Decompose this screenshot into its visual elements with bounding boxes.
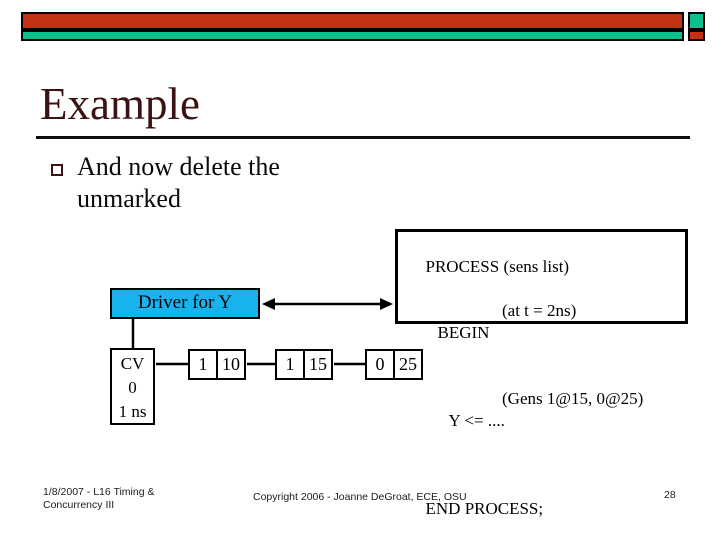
footer-lecture-line1: 1/8/2007 - L16 Timing & [43,486,155,498]
process-line2-annotation: (at t = 2ns) [502,301,577,320]
transaction-3-value: 0 [365,349,395,380]
footer-copyright: Copyright 2006 - Joanne DeGroat, ECE, OS… [253,491,467,503]
process-line1-text: PROCESS (sens list) [425,257,570,276]
header-square-red [688,30,705,41]
process-line3-annotation: (Gens 1@15, 0@25) [502,389,644,408]
bullet-marker-icon [51,164,63,176]
process-line-3: Y <= .... (Gens 1@15, 0@25) [400,388,685,476]
process-line2-text: BEGIN [437,323,490,342]
transaction-1-value: 1 [188,349,218,380]
arrowhead-left-icon [262,298,275,310]
transaction-2-value: 1 [275,349,305,380]
transaction-cell-3: 0 25 [365,349,423,380]
bullet-text: And now delete the unmarked [77,151,377,215]
process-line-4: END PROCESS; [400,476,685,540]
transaction-cell-1: 1 10 [188,349,246,380]
footer-lecture-info: 1/8/2007 - L16 Timing & Concurrency III [43,486,253,512]
driver-box: Driver for Y [110,288,260,319]
arrowhead-right-icon [380,298,393,310]
bullet-text-line2: unmarked [77,184,181,213]
transaction-3-time: 25 [393,349,423,380]
transaction-2-time: 15 [303,349,333,380]
cv-box-line1: CV [120,354,145,373]
process-line-2: BEGIN (at t = 2ns) [400,300,685,388]
transaction-cell-2: 1 15 [275,349,333,380]
slide-title: Example [40,79,200,129]
transaction-1-time: 10 [216,349,246,380]
cv-box-line3: 1 ns [118,402,147,421]
header-bar-teal [21,30,684,41]
bullet-text-line1: And now delete the [77,152,280,181]
process-box: PROCESS (sens list) BEGIN (at t = 2ns) Y… [395,229,688,518]
process-line3-text: Y <= .... [448,411,505,430]
header-square-teal [688,12,705,30]
cv-box-line2: 0 [128,378,137,397]
footer-page-number: 28 [664,489,676,501]
process-line4-text: END PROCESS; [425,499,544,518]
title-underline [36,136,690,139]
footer-lecture-line2: Concurrency III [43,499,115,511]
header-bar-red [21,12,684,30]
driver-box-label: Driver for Y [137,292,233,313]
process-line-1: PROCESS (sens list) [400,234,685,300]
cv-box: CV 0 1 ns [110,348,155,425]
